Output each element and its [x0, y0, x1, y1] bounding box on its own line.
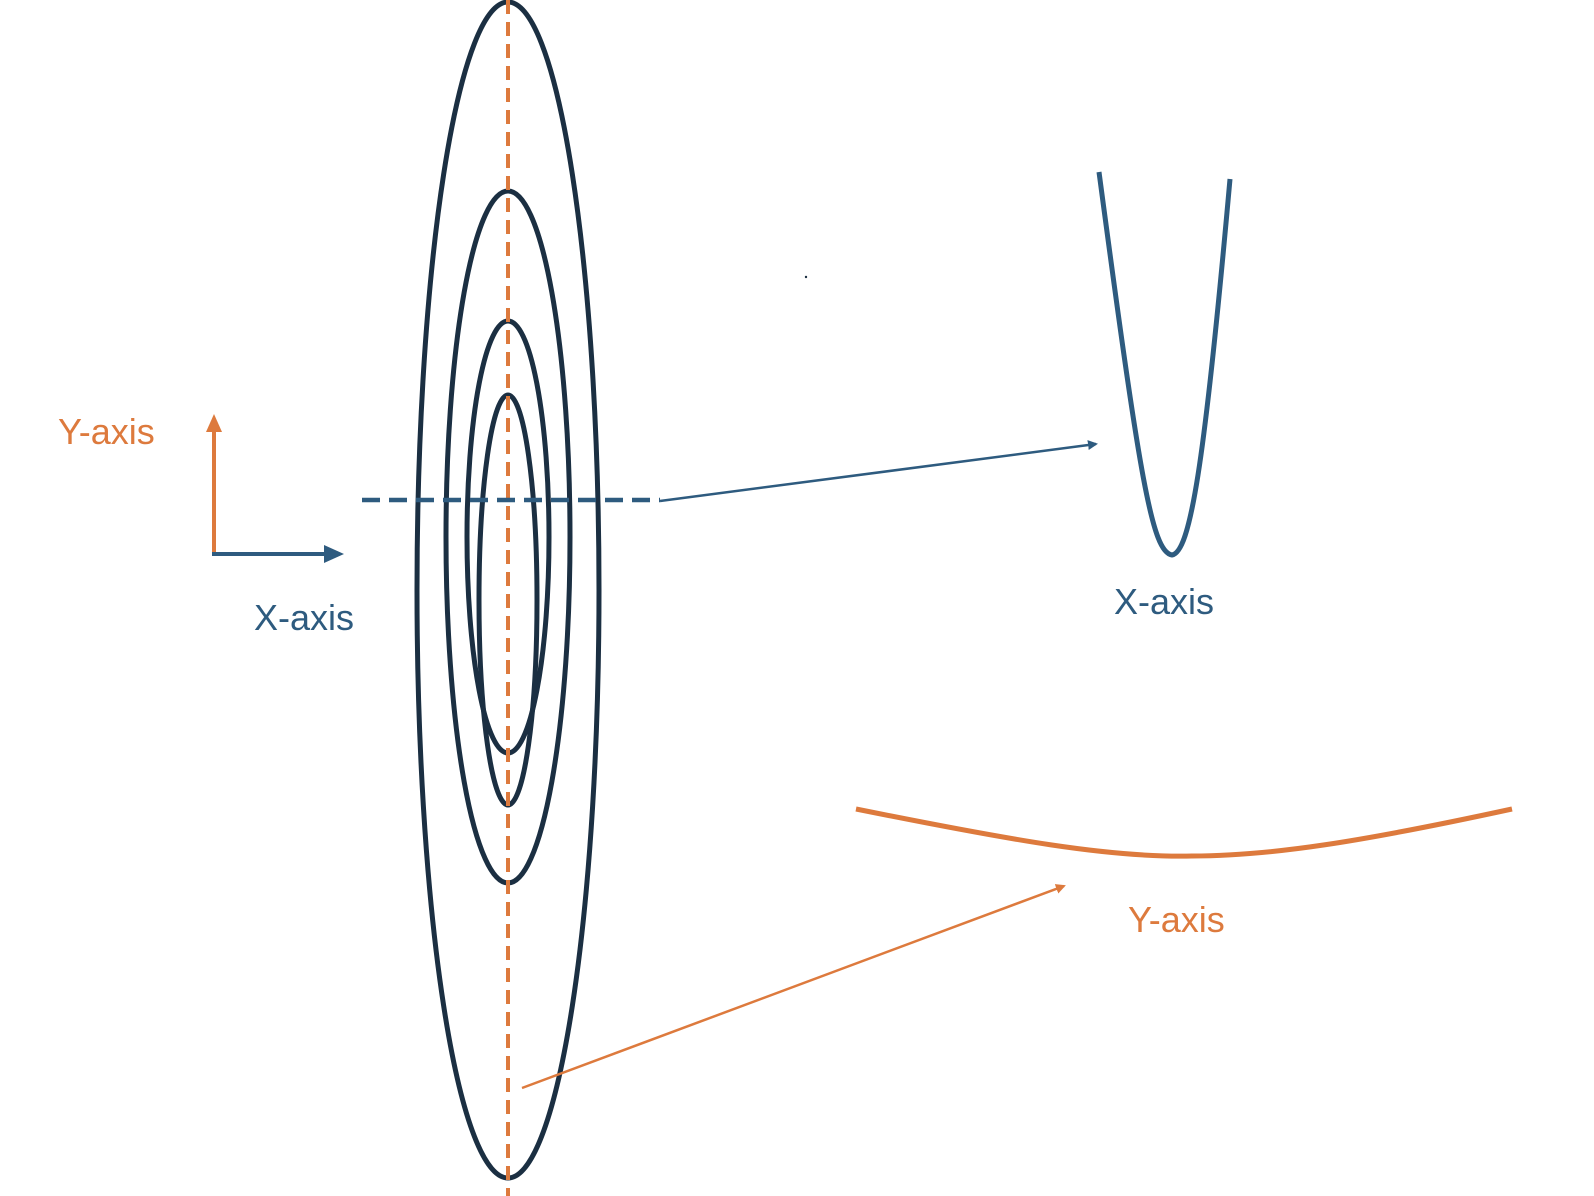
x-axis-arrowhead [324, 545, 344, 563]
axis-indicator: Y-axis X-axis [58, 411, 354, 638]
legend-y-label: Y-axis [58, 411, 155, 452]
x-slice-curve [1096, 171, 1233, 558]
legend-x-label: X-axis [254, 597, 354, 638]
y-slice-label: Y-axis [1128, 899, 1225, 940]
y-slice-curve [855, 806, 1513, 859]
stray-dot [804, 275, 808, 279]
x-slice-pointer-arrow [659, 440, 1098, 503]
y-slice-pointer-arrow [521, 884, 1066, 1090]
y-axis-arrowhead [206, 414, 222, 432]
x-slice-label: X-axis [1114, 581, 1214, 622]
